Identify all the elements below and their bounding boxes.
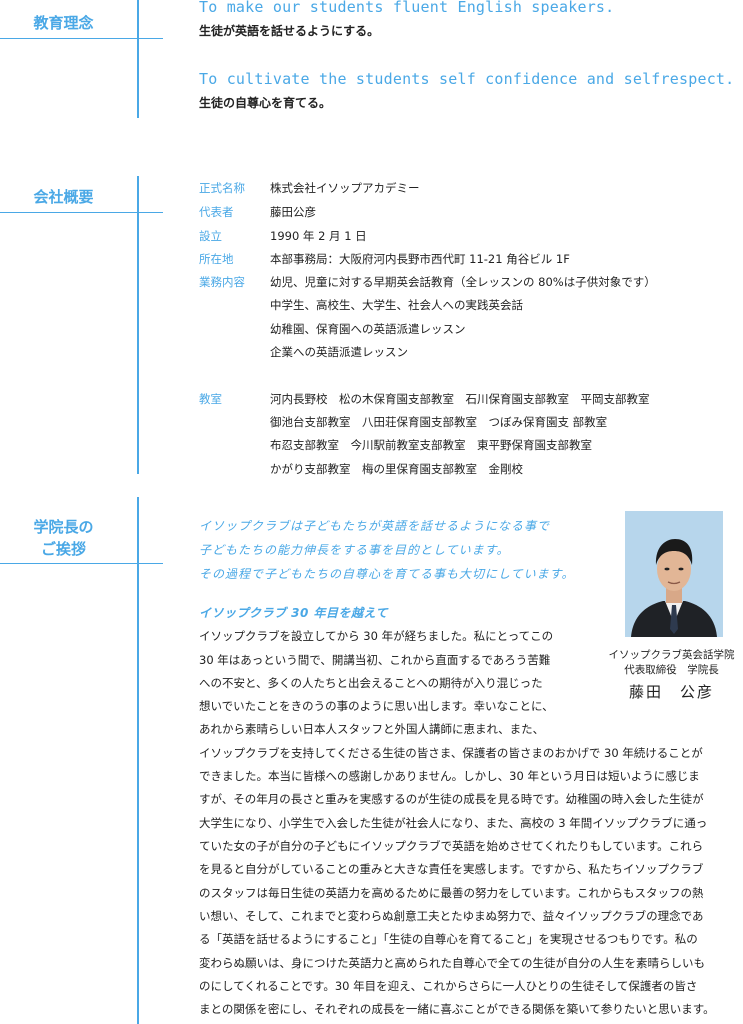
profile-value-representative: 藤田公彦 — [270, 205, 316, 219]
section-bar-company — [137, 176, 139, 474]
greeting-title-1: 学院長の — [33, 518, 94, 536]
profile-value-classrooms-3: 布忍支部教室 今川駅前教室支部教室 東平野保育園支部教室 — [270, 438, 592, 452]
profile-label-name: 正式名称 — [199, 181, 245, 195]
profile-value-classrooms-4: かがり支部教室 梅の里保育園支部教室 金剛校 — [270, 462, 523, 476]
greeting-subheading: イソップクラブ 30 年目を越えて — [199, 606, 388, 620]
greeting-intro-2: 子どもたちの能力伸長をする事を目的としています。 — [199, 543, 510, 557]
profile-value-classrooms-1: 河内長野校 松の木保育園支部教室 石川保育園支部教室 平岡支部教室 — [270, 392, 650, 406]
philosophy-jp-2: 生徒の自尊心を育てる。 — [199, 96, 332, 110]
section-bar-philosophy — [137, 0, 139, 118]
body-line-16: のにしてくれることです。30 年目を迎え、これからさらに一人ひとりの生徒そして保… — [199, 979, 698, 993]
body-line-10: ていた女の子が自分の子どもにイソップクラブで英語を始めさせてくれたりもしています… — [199, 839, 704, 853]
profile-value-classrooms-2: 御池台支部教室 八田荘保育園支部教室 つぼみ保育園支 部教室 — [270, 415, 608, 429]
body-line-5: あれから素晴らしい日本人スタッフと外国人講師に恵まれ、また、 — [199, 722, 545, 736]
greeting-intro-1: イソップクラブは子どもたちが英語を話せるようになる事で — [199, 519, 551, 533]
profile-label-business: 業務内容 — [199, 275, 245, 289]
company-title: 会社概要 — [33, 188, 94, 206]
company-underline — [0, 212, 163, 213]
body-line-2: 30 年はあっという間で、開講当初、これから直面するであろう苦難 — [199, 653, 551, 667]
profile-value-address: 本部事務局：大阪府河内長野市西代町 11-21 角谷ビル 1F — [270, 252, 570, 266]
body-line-9: 大学生になり、小学生で入会した生徒が社会人になり、また、高校の 3 年間イソップ… — [199, 816, 708, 830]
philosophy-jp-1: 生徒が英語を話せるようにする。 — [199, 24, 380, 38]
body-line-8: すが、その年月の長さと重みを実感するのが生徒の成長を見る時です。幼稚園の時入会し… — [199, 792, 704, 806]
body-line-17: まとの関係を密にし、それぞれの成長を一緒に喜ぶことができる関係を築いて参りたいと… — [199, 1002, 715, 1016]
philosophy-underline — [0, 38, 163, 39]
profile-label-founded: 設立 — [199, 229, 222, 243]
principal-caption-2: 代表取締役 学院長 — [624, 664, 719, 676]
profile-value-name: 株式会社イソップアカデミー — [270, 181, 420, 195]
philosophy-title: 教育理念 — [33, 14, 94, 32]
body-line-4: 想いでいたことをきのうの事のように思い出します。幸いなことに、 — [199, 699, 554, 713]
body-line-3: への不安と、多くの人たちと出会えることへの期待が入り混じった — [199, 676, 543, 690]
profile-value-founded: 1990 年 2 月 1 日 — [270, 229, 367, 243]
profile-value-business-4: 企業への英語派遣レッスン — [270, 345, 408, 359]
body-line-13: い想い、そして、これまでと変わらぬ創意工夫とたゆまぬ努力で、益々イソップクラブの… — [199, 909, 704, 923]
body-line-6: イソップクラブを支持してくださる生徒の皆さま、保護者の皆さまのおかげで 30 年… — [199, 746, 703, 760]
body-line-12: のスタッフは毎日生徒の英語力を高めるために最善の努力をしています。これからもスタ… — [199, 886, 704, 900]
section-bar-greeting — [137, 497, 139, 1024]
principal-photo — [625, 511, 723, 637]
profile-value-business-1: 幼児、児童に対する早期英会話教育（全レッスンの 80%は子供対象です） — [270, 275, 656, 289]
profile-label-representative: 代表者 — [199, 205, 234, 219]
greeting-title-2: ご挨拶 — [40, 540, 86, 558]
profile-label-classrooms: 教室 — [199, 392, 222, 406]
profile-label-address: 所在地 — [199, 252, 234, 266]
principal-name: 藤田 公彦 — [628, 683, 714, 701]
greeting-underline — [0, 563, 163, 564]
body-line-11: を見ると自分がしていることの重みと大きな責任を実感します。ですから、私たちイソッ… — [199, 862, 704, 876]
philosophy-en-2: To cultivate the students self confidenc… — [199, 70, 735, 88]
philosophy-en-1: To make our students fluent English spea… — [199, 0, 615, 16]
body-line-1: イソップクラブを設立してから 30 年が経ちました。私にとってこの — [199, 629, 554, 643]
profile-value-business-2: 中学生、高校生、大学生、社会人への実践英会話 — [270, 298, 523, 312]
body-line-14: る「英語を話せるようにすること」「生徒の自尊心を育てること」を実現させるつもりで… — [199, 932, 698, 946]
greeting-intro-3: その過程で子どもたちの自尊心を育てる事も大切にしています。 — [199, 567, 575, 581]
body-line-15: 変わらぬ願いは、身につけた英語力と高められた自尊心で全ての生徒が自分の人生を素晴… — [199, 956, 705, 970]
body-line-7: できました。本当に皆様への感謝しかありません。しかし、30 年という月日は短いよ… — [199, 769, 700, 783]
profile-value-business-3: 幼稚園、保育園への英語派遣レッスン — [270, 322, 466, 336]
principal-caption-1: イソップクラブ英会話学院 — [608, 649, 735, 661]
